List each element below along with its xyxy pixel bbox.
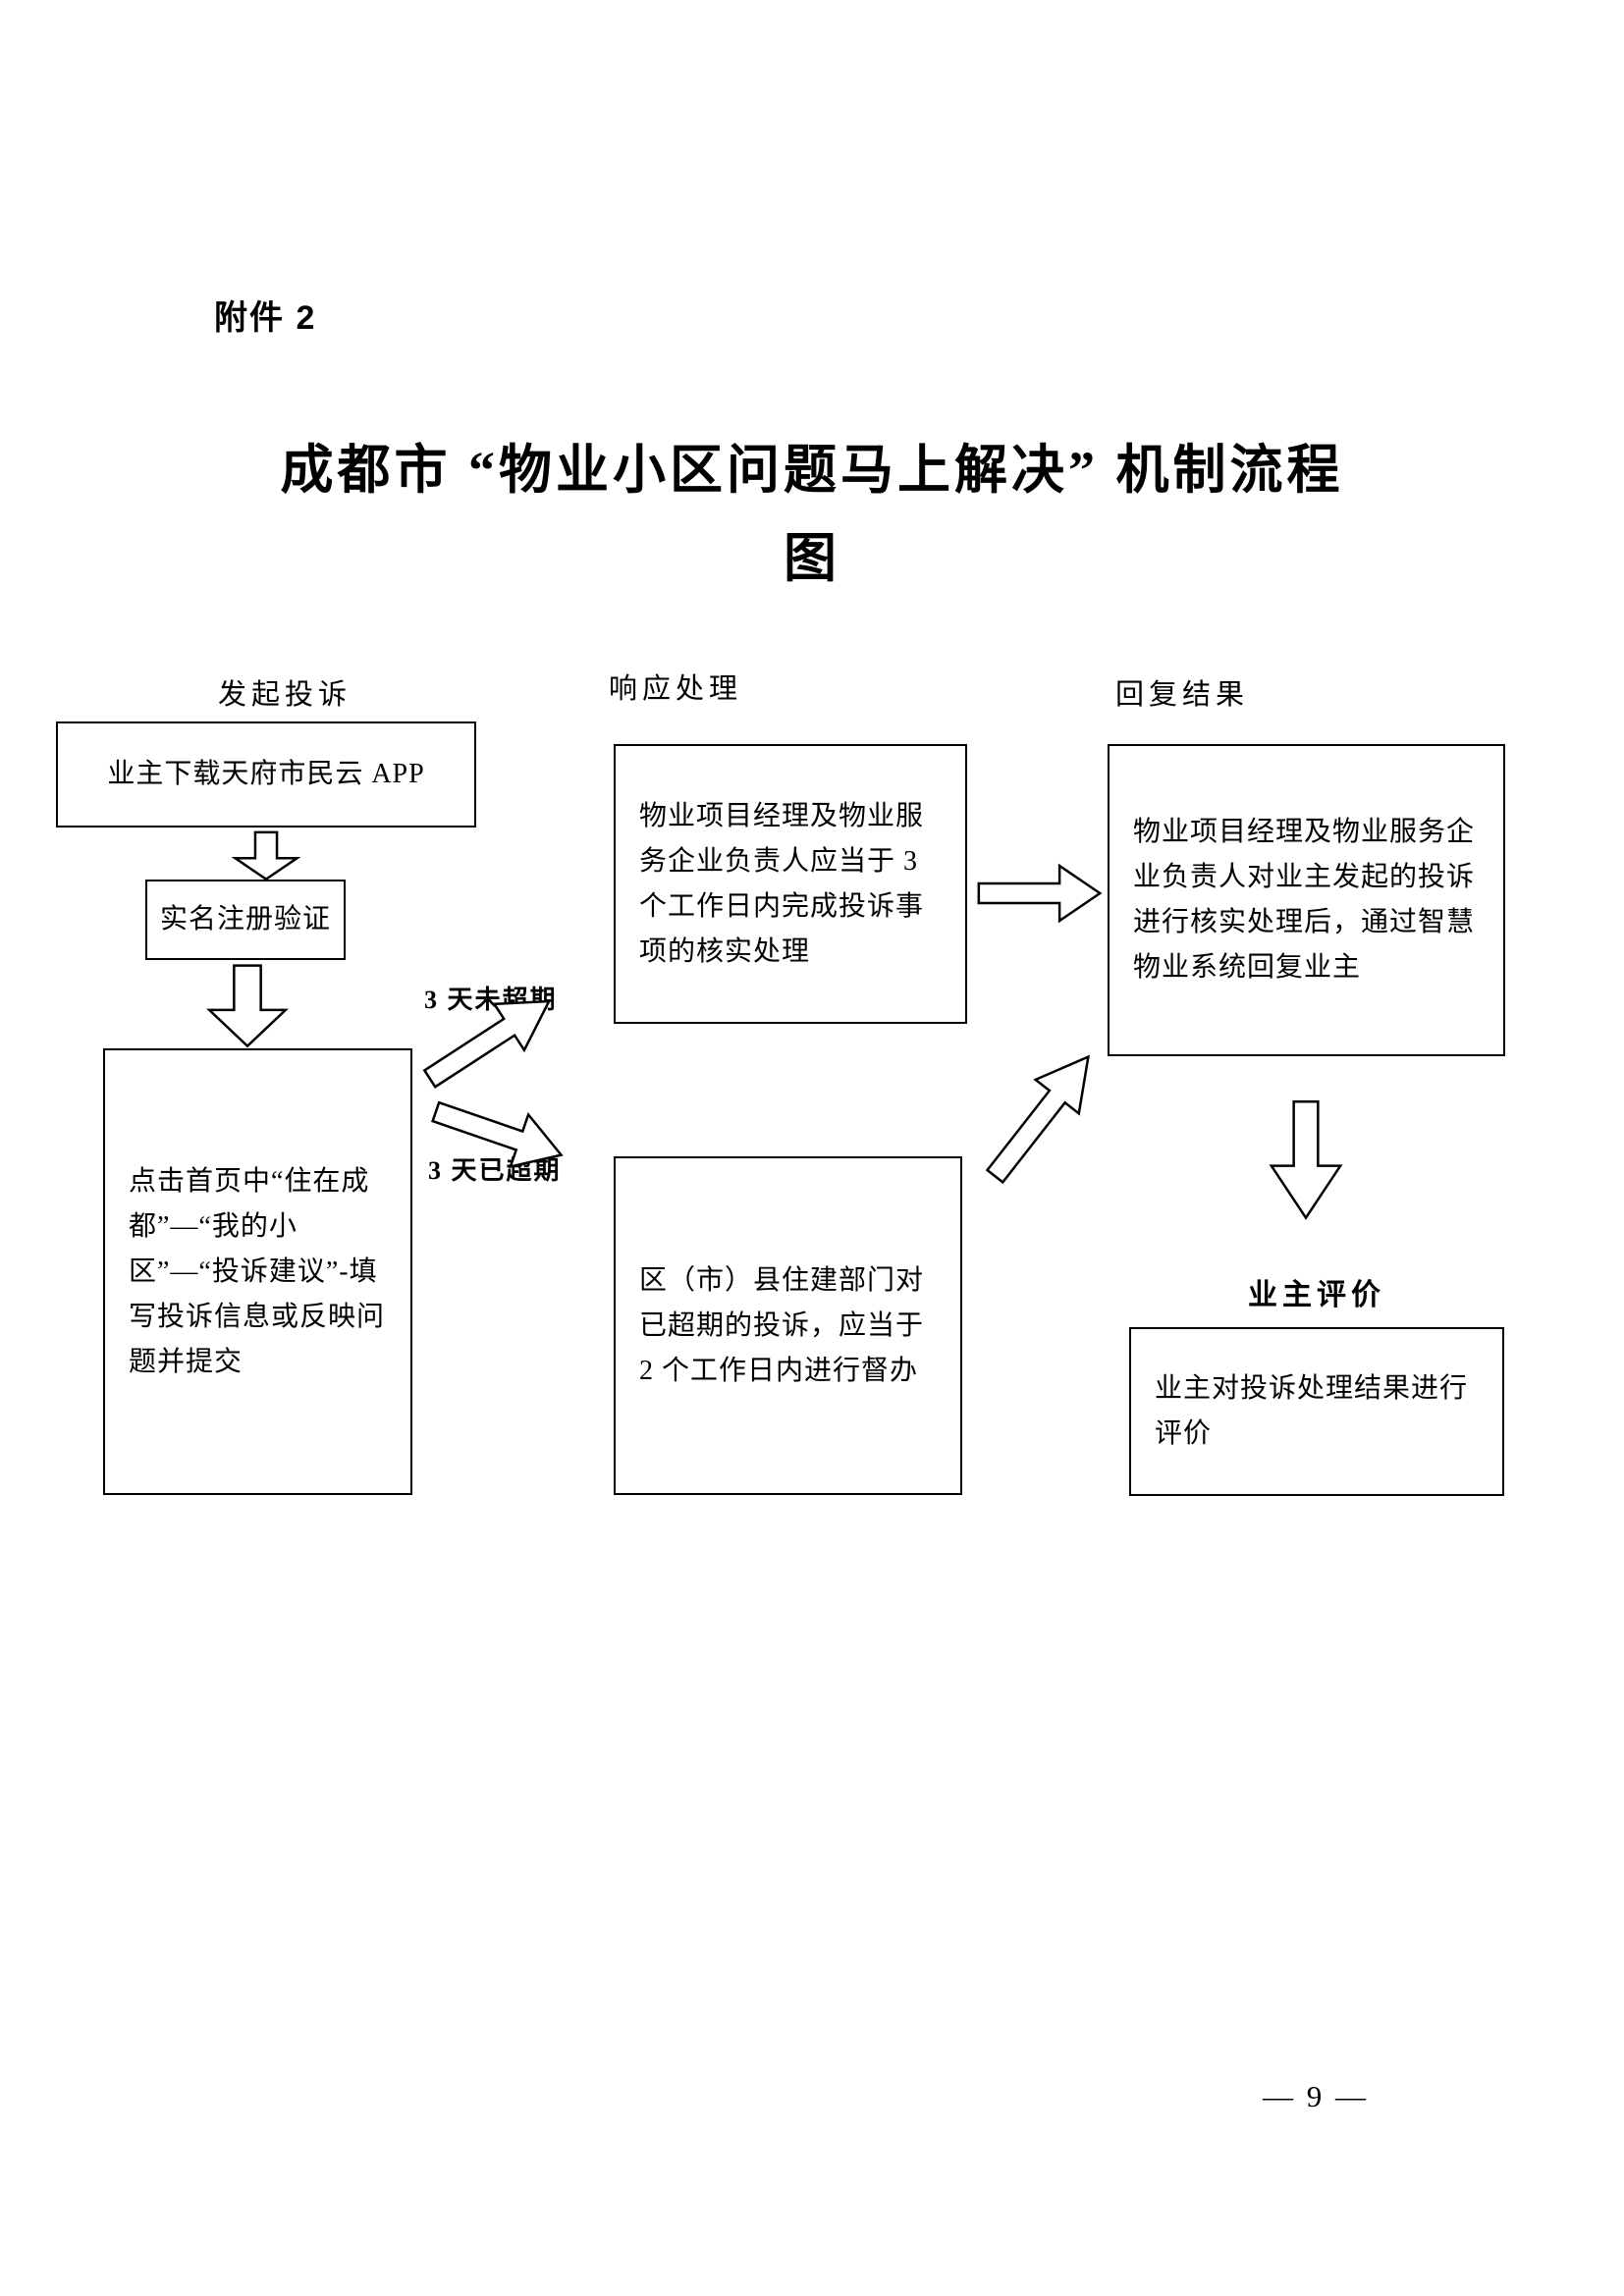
down-arrow-reply-to-evaluation-icon: [1269, 1099, 1343, 1221]
flow-box-owner-evaluation: 业主对投诉处理结果进行评价: [1129, 1327, 1504, 1496]
column-header-reply-result: 回复结果: [1115, 679, 1250, 711]
flow-box-submit-complaint: 点击首页中“住在成都”—“我的小区”—“投诉建议”-填写投诉信息或反映问题并提交: [103, 1048, 412, 1495]
column-header-response-handling: 响应处理: [609, 673, 743, 705]
attachment-label: 附件 2: [214, 299, 317, 337]
flow-box-district-supervision-text: 区（市）县住建部门对已超期的投诉，应当于 2 个工作日内进行督办: [639, 1264, 925, 1386]
flow-box-download-app-text: 业主下载天府市民云 APP: [107, 759, 425, 789]
flow-box-real-name-verify: 实名注册验证: [145, 880, 346, 960]
flow-box-submit-complaint-text: 点击首页中“住在成都”—“我的小区”—“投诉建议”-填写投诉信息或反映问题并提交: [129, 1165, 386, 1377]
flow-box-district-supervision: 区（市）县住建部门对已超期的投诉，应当于 2 个工作日内进行督办: [614, 1156, 962, 1495]
column-header-initiate-complaint: 发起投诉: [218, 679, 352, 711]
right-arrow-manager-to-reply-icon: [977, 862, 1103, 925]
owner-evaluation-heading: 业主评价: [1248, 1279, 1385, 1311]
page-number: — 9 —: [1263, 2079, 1369, 2113]
flow-box-download-app: 业主下载天府市民云 APP: [56, 721, 476, 828]
title-line-2: 图: [784, 529, 840, 588]
down-arrow-download-to-register-icon: [233, 831, 299, 881]
flow-box-reply-owner: 物业项目经理及物业服务企业负责人对业主发起的投诉进行核实处理后，通过智慧物业系统…: [1108, 744, 1505, 1056]
document-title: 成都市 “物业小区问题马上解决” 机制流程 图: [0, 426, 1624, 603]
down-arrow-register-to-submit-icon: [206, 964, 289, 1048]
flow-box-reply-owner-text: 物业项目经理及物业服务企业负责人对业主发起的投诉进行核实处理后，通过智慧物业系统…: [1133, 817, 1476, 983]
flow-box-real-name-verify-text: 实名注册验证: [159, 904, 331, 934]
diagonal-arrow-district-to-reply-icon: [969, 1035, 1115, 1197]
flow-box-owner-evaluation-text: 业主对投诉处理结果进行评价: [1155, 1373, 1469, 1449]
flow-box-manager-verify-text: 物业项目经理及物业服务企业负责人应当于 3 个工作日内完成投诉事项的核实处理: [639, 800, 925, 967]
title-line-1: 成都市 “物业小区问题马上解决” 机制流程: [280, 441, 1344, 500]
diagonal-arrow-submit-to-manager-icon: [411, 973, 569, 1105]
diagonal-arrow-submit-to-district-icon: [424, 1082, 574, 1186]
flow-box-manager-verify: 物业项目经理及物业服务企业负责人应当于 3 个工作日内完成投诉事项的核实处理: [614, 744, 967, 1024]
